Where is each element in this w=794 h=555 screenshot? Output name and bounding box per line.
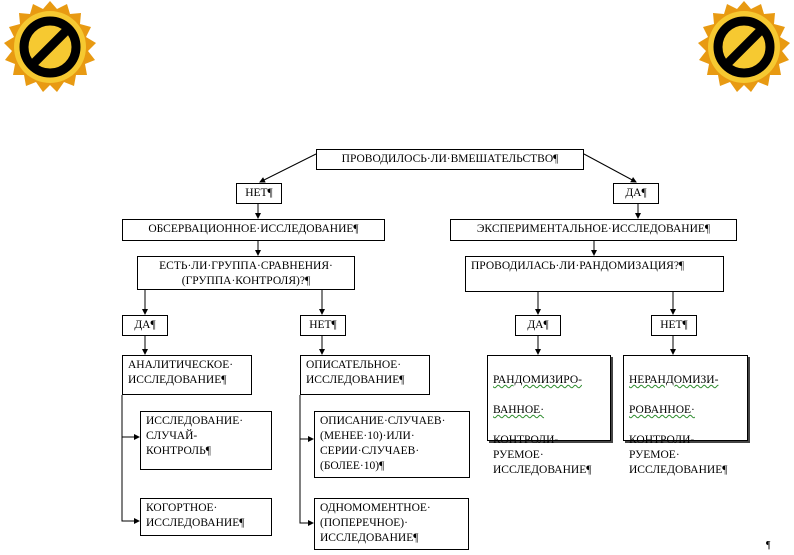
nonrandomized-rest: КОНТРОЛИ- РУЕМОЕ· ИССЛЕДОВАНИЕ¶: [629, 434, 728, 476]
no-entry-sign-icon: [698, 1, 790, 92]
no-intervention-label: НЕТ¶: [236, 183, 282, 204]
comparison-group-question: ЕСТЬ·ЛИ·ГРУППА·СРАВНЕНИЯ· (ГРУППА·КОНТРО…: [137, 256, 355, 290]
root-question: ПРОВОДИЛОСЬ·ЛИ·ВМЕШАТЕЛЬСТВО¶: [316, 149, 584, 170]
cross-sectional-study: ОДНОМОМЕНТНОЕ· (ПОПЕРЕЧНОЕ)· ИССЛЕДОВАНИ…: [314, 498, 469, 550]
yes-randomization-label: ДА¶: [515, 315, 561, 336]
analytical-study: АНАЛИТИЧЕСКОЕ· ИССЛЕДОВАНИЕ¶: [122, 355, 252, 395]
nonrandomized-line-1: НЕРАНДОМИЗИ-: [629, 374, 719, 386]
randomization-question: ПРОВОДИЛАСЬ·ЛИ·РАНДОМИЗАЦИЯ?¶: [465, 256, 724, 292]
no-entry-sign-icon: [4, 1, 96, 92]
randomized-line-1: РАНДОМИЗИРО-: [493, 374, 582, 386]
descriptive-study: ОПИСАТЕЛЬНОЕ· ИССЛЕДОВАНИЕ¶: [300, 355, 430, 395]
case-series-study: ОПИСАНИЕ·СЛУЧАЕВ· (МЕНЕЕ·10)·ИЛИ· СЕРИИ·…: [314, 411, 470, 478]
experimental-study: ЭКСПЕРИМЕНТАЛЬНОЕ·ИССЛЕДОВАНИЕ¶: [450, 219, 737, 241]
case-control-study: ИССЛЕДОВАНИЕ· СЛУЧАЙ- КОНТРОЛЬ¶: [140, 411, 272, 470]
cohort-study: КОГОРТНОЕ· ИССЛЕДОВАНИЕ¶: [140, 498, 272, 536]
yes-intervention-label: ДА¶: [613, 183, 659, 204]
no-comparison-label: НЕТ¶: [300, 315, 346, 336]
randomized-line-2: ВАННОЕ·: [493, 404, 545, 416]
pilcrow-mark: ¶: [766, 540, 771, 551]
randomized-rest: КОНТРОЛИ- РУЕМОЕ· ИССЛЕДОВАНИЕ¶: [493, 434, 592, 476]
nonrandomized-controlled-study: НЕРАНДОМИЗИ- РОВАННОЕ· КОНТРОЛИ- РУЕМОЕ·…: [623, 355, 748, 476]
observational-study: ОБСЕРВАЦИОННОЕ·ИССЛЕДОВАНИЕ¶: [122, 219, 385, 241]
no-randomization-label: НЕТ¶: [651, 315, 697, 336]
nonrandomized-line-2: РОВАННОЕ·: [629, 404, 695, 416]
randomized-controlled-study: РАНДОМИЗИРО- ВАННОЕ· КОНТРОЛИ- РУЕМОЕ· И…: [487, 355, 611, 476]
yes-comparison-label: ДА¶: [122, 315, 168, 336]
